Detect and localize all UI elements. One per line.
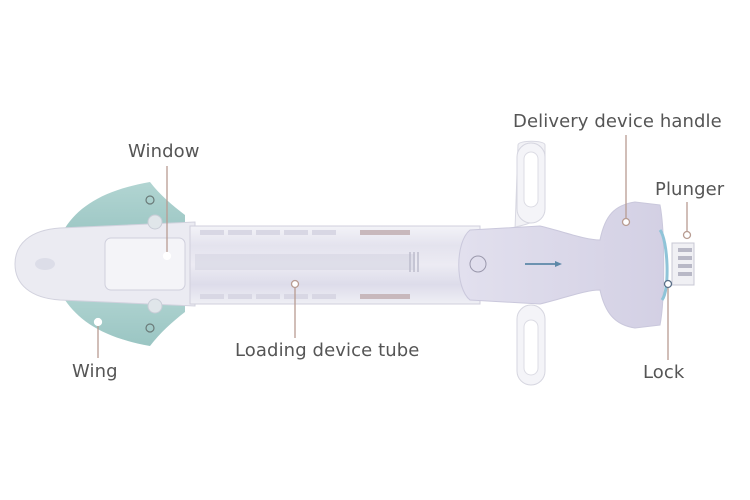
label-plunger: Plunger <box>655 179 725 200</box>
label-delivery-device-handle: Delivery device handle <box>513 111 722 132</box>
leader-lines <box>93 135 692 360</box>
label-wing: Wing <box>72 361 118 382</box>
loading-device-tube-shape <box>189 225 481 305</box>
front-housing <box>14 214 196 314</box>
label-loading-device-tube: Loading device tube <box>235 340 420 361</box>
finger-loops <box>499 140 546 386</box>
lock-and-plunger <box>658 229 695 301</box>
label-window: Window <box>128 141 200 162</box>
label-lock: Lock <box>643 362 685 383</box>
delivery-device-body <box>458 201 665 329</box>
